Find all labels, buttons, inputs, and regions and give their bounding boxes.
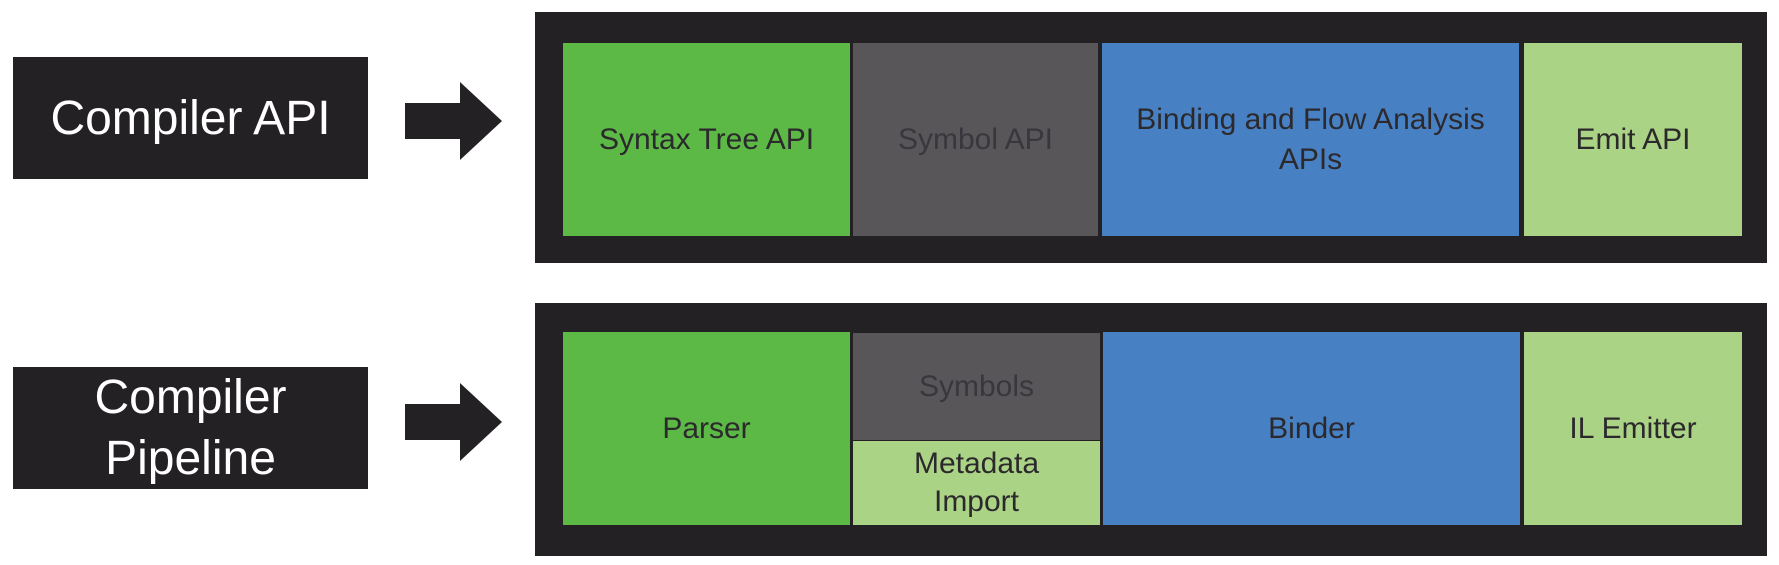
- syntax-tree-api-box-label: Syntax Tree API: [598, 122, 815, 156]
- syntax-tree-api-box: Syntax Tree API: [563, 43, 850, 236]
- binding-flow-analysis-apis-box: Binding and Flow Analysis APIs: [1102, 43, 1519, 236]
- binder-box: Binder: [1103, 332, 1520, 525]
- compiler-api-frame: Syntax Tree API Symbol API Binding and F…: [535, 12, 1767, 263]
- parser-box: Parser: [563, 332, 850, 525]
- compiler-api-label: Compiler API: [50, 91, 331, 145]
- compiler-pipeline-label-plate: Compiler Pipeline: [13, 367, 368, 489]
- symbols-box-label: Symbols: [918, 369, 1035, 403]
- symbols-box: Symbols: [853, 333, 1100, 440]
- il-emitter-box-label: IL Emitter: [1569, 411, 1697, 445]
- compiler-pipeline-frame: Parser Symbols Metadata Import Binder IL…: [535, 303, 1767, 556]
- symbol-api-box-label: Symbol API: [897, 122, 1054, 156]
- arrow-right-icon: [405, 383, 502, 461]
- binder-box-label: Binder: [1268, 411, 1355, 445]
- metadata-import-box: Metadata Import: [853, 441, 1100, 525]
- il-emitter-box: IL Emitter: [1524, 332, 1742, 525]
- metadata-import-box-label: Metadata Import: [913, 447, 1040, 518]
- symbol-api-box: Symbol API: [853, 43, 1098, 236]
- emit-api-box-label: Emit API: [1575, 122, 1691, 156]
- parser-box-label: Parser: [662, 411, 751, 445]
- emit-api-box: Emit API: [1524, 43, 1742, 236]
- arrow-right-icon: [405, 82, 502, 160]
- compiler-pipeline-label: Compiler Pipeline: [94, 371, 287, 485]
- compiler-api-label-plate: Compiler API: [13, 57, 368, 179]
- binding-flow-analysis-apis-box-label: Binding and Flow Analysis APIs: [1136, 102, 1485, 176]
